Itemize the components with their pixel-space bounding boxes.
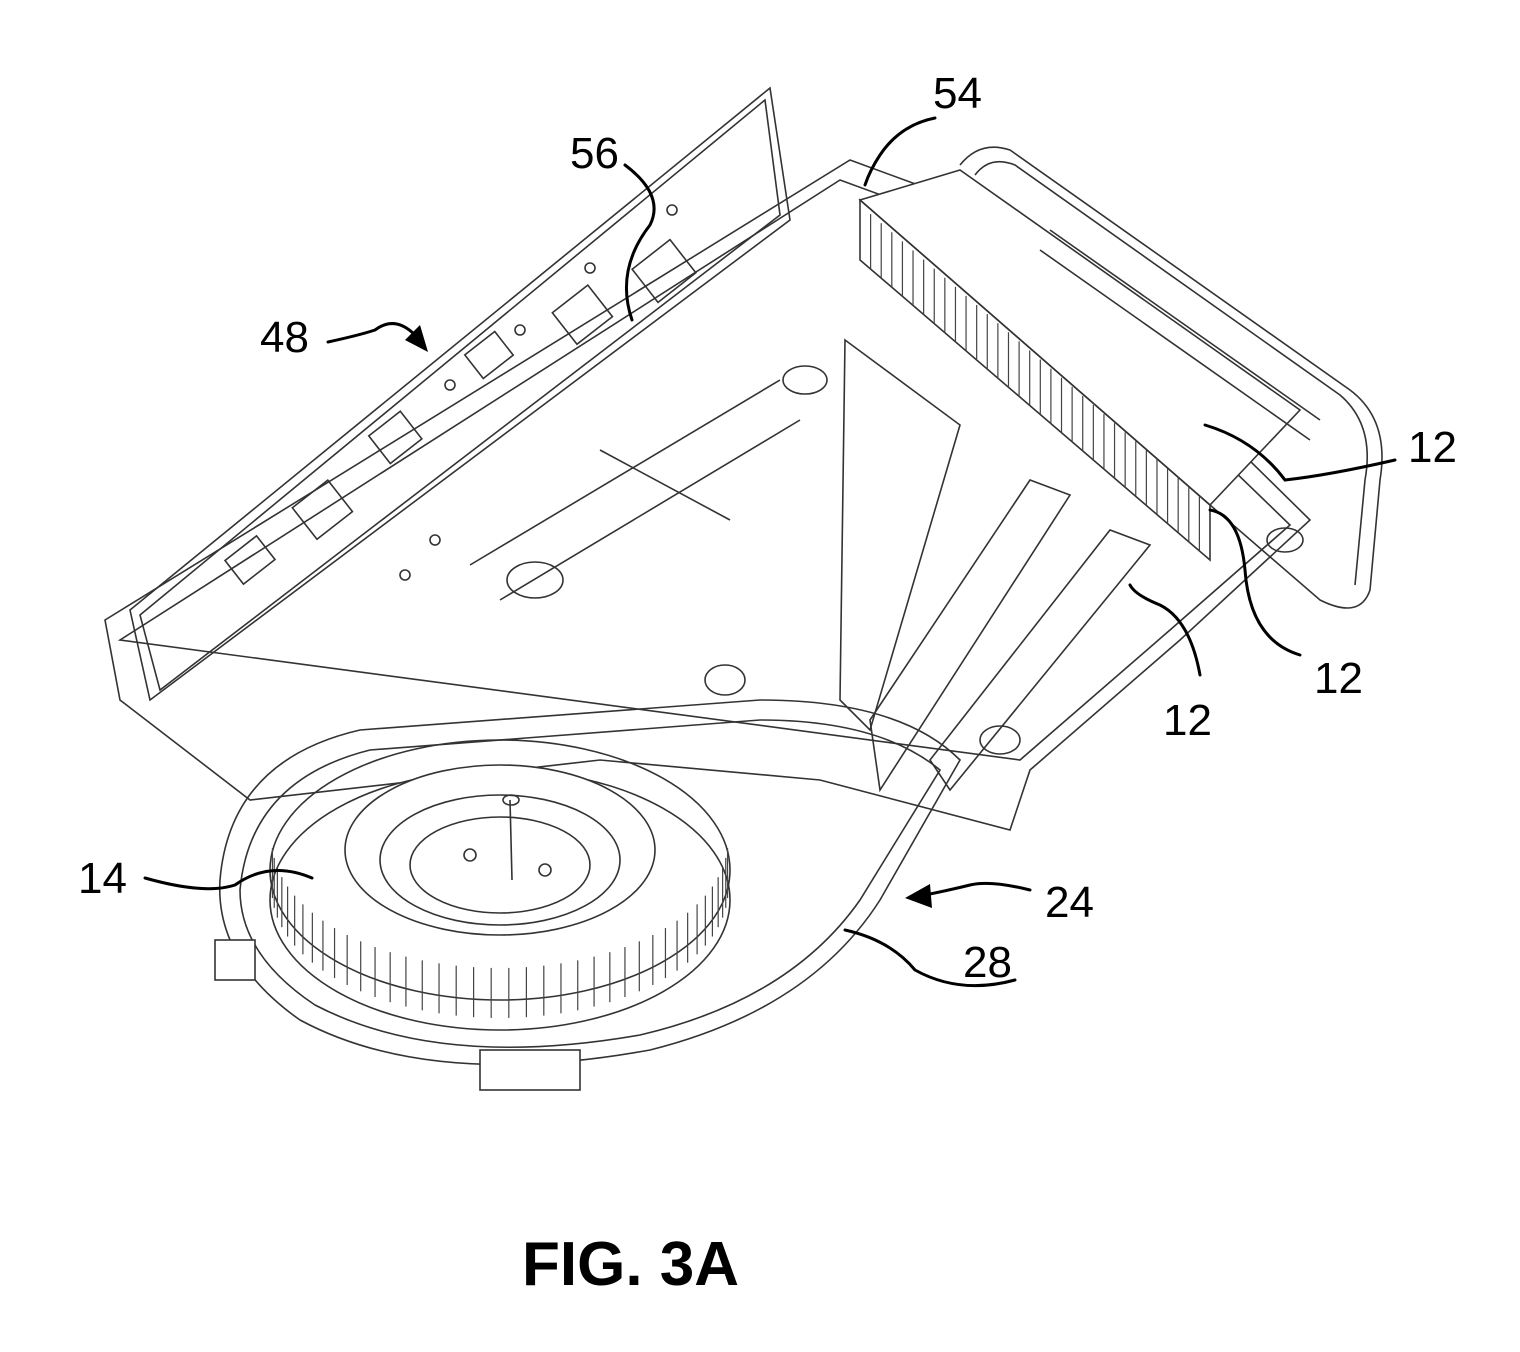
ref-56: 56 [570,129,619,178]
arrowhead-24 [905,884,932,908]
ref-14: 14 [78,854,127,903]
leader-12-c [1128,583,1202,677]
ref-12-c: 12 [1163,696,1212,745]
ref-24: 24 [1045,878,1094,927]
ref-12-b: 12 [1314,654,1363,703]
leader-28 [843,928,1017,988]
blower-blades [271,848,729,1018]
arrowhead-48 [405,325,428,352]
leader-24 [923,881,1032,897]
control-board [129,86,791,702]
ref-12-a: 12 [1408,423,1457,472]
reference-numerals: 54 56 48 12 12 12 14 24 28 [78,69,1457,987]
heat-exchanger [858,169,1302,562]
leader-lines [143,116,1397,988]
figure-caption: FIG. 3A [522,1230,739,1299]
leader-14 [143,868,314,891]
ref-28: 28 [963,938,1012,987]
heat-exchanger-fins [859,205,1211,560]
duct-vanes [839,338,1152,793]
ref-54: 54 [933,69,982,118]
leader-56 [623,163,656,322]
assembly-drawing [104,86,1383,1091]
scroll-housing [214,699,961,1091]
ref-48: 48 [260,313,309,362]
leader-54 [863,116,937,187]
leader-12-a [1203,423,1397,482]
leader-48 [326,322,417,344]
leader-12-b [1208,508,1302,657]
blower-wheel [269,739,731,1031]
rear-cover [959,146,1383,609]
